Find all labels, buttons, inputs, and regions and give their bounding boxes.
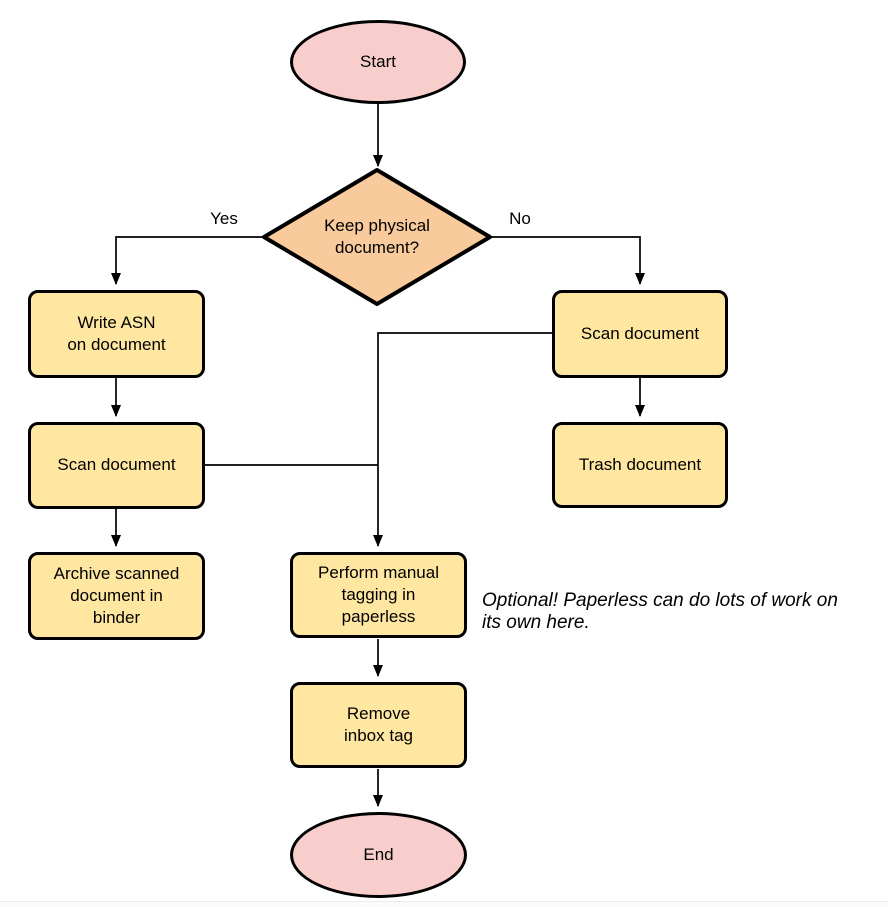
node-end-label: End (363, 844, 394, 864)
node-trash-label: Trash document (578, 454, 702, 474)
note-optional-paperless: Optional! Paperless can do lots of work … (482, 590, 838, 633)
node-trash-document: Trash document (552, 422, 728, 508)
connector-scan-right-to-tagging (373, 332, 552, 547)
node-scan-document-no-branch: Scan document (552, 290, 728, 378)
node-archive-label: Archive scanned document in binder (53, 563, 180, 628)
edge-label-yes: Yes (210, 209, 238, 228)
node-remove-inbox-tag: Remove inbox tag (290, 682, 467, 768)
node-scan-left-label: Scan document (57, 455, 176, 475)
node-tagging-label: Perform manual tagging in paperless (318, 562, 439, 627)
node-decision-label: Keep physical document? (324, 215, 430, 257)
node-perform-manual-tagging: Perform manual tagging in paperless (290, 552, 467, 638)
node-end: End (290, 812, 467, 898)
node-archive-in-binder: Archive scanned document in binder (28, 552, 205, 640)
node-write-asn: Write ASN on document (28, 290, 205, 378)
connector-decision-yes-to-write-asn (111, 236, 266, 285)
node-scan-document-yes-branch: Scan document (28, 422, 205, 509)
node-remove-inbox-label: Remove inbox tag (344, 703, 413, 745)
node-start: Start (290, 20, 466, 104)
node-scan-right-label: Scan document (580, 323, 700, 343)
node-start-label: Start (360, 51, 396, 71)
node-write-asn-label: Write ASN on document (67, 312, 166, 354)
decision-diamond-shape (262, 168, 492, 306)
node-decision-keep-physical: Keep physical document? (264, 172, 490, 302)
connector-decision-no-to-scan (488, 236, 645, 285)
edge-label-no: No (509, 209, 531, 228)
page-bottom-edge (0, 901, 888, 907)
